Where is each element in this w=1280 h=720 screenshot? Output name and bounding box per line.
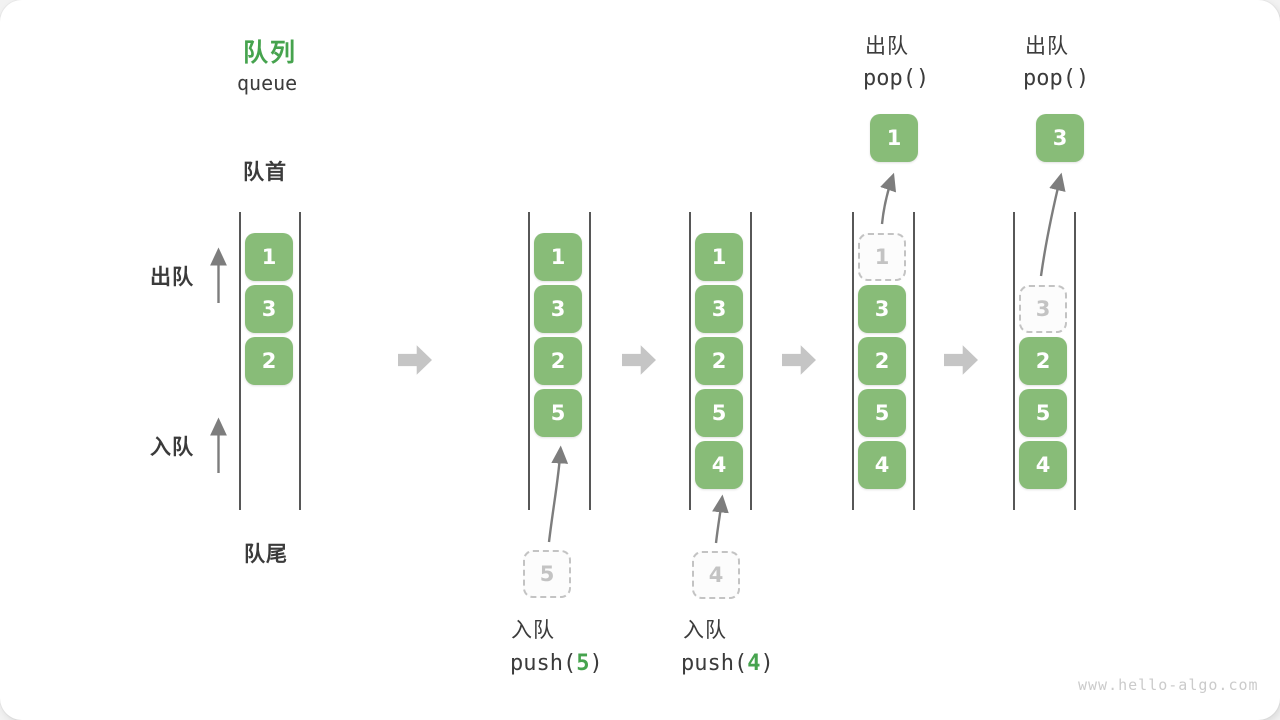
queue-item: 1 [534,233,582,281]
incoming-item-ghost: 4 [692,551,740,599]
fn-close: ) [589,651,603,676]
queue-rail [1074,212,1076,510]
enqueue-side-label: 入队 [150,435,194,459]
pop1-arrow-icon [880,172,897,225]
queue-item: 4 [858,441,906,489]
queue-item: 3 [858,285,906,333]
queue-item: 2 [858,337,906,385]
queue-item: 5 [695,389,743,437]
queue-item: 3 [534,285,582,333]
fn-open: push( [510,651,577,676]
transition-arrow-icon [782,345,816,375]
queue-item: 5 [1019,389,1067,437]
queue-item: 1 [245,233,293,281]
popped-item: 3 [1036,114,1084,162]
dequeue-op-label: 出队 [1025,34,1069,58]
fn-arg: 4 [747,651,761,676]
queue-rail [299,212,301,510]
queue-rail [589,212,591,510]
enqueue-op-code: push(4) [681,651,774,676]
queue-item: 2 [245,337,293,385]
queue-item: 4 [1019,441,1067,489]
queue-front-label: 队首 [243,160,287,184]
dequeue-op-code: pop() [863,66,930,91]
queue-rail [913,212,915,510]
push5-arrow-icon [547,445,569,543]
dequeue-side-label: 出队 [150,265,194,289]
fn-close: ) [760,651,774,676]
queue-item-ghost: 1 [858,233,906,281]
incoming-item-ghost: 5 [523,550,571,598]
push4-arrow-icon [712,494,729,544]
watermark: www.hello-algo.com [1078,676,1259,694]
fn-open: push( [681,651,748,676]
transition-arrow-icon [398,345,432,375]
queue-item: 5 [534,389,582,437]
queue-item: 2 [534,337,582,385]
queue-rail [750,212,752,510]
page-subtitle: queue [237,71,298,95]
queue-rail [689,212,691,510]
queue-rear-label: 队尾 [244,542,288,566]
enqueue-op-label: 入队 [511,618,555,642]
queue-rail [852,212,854,510]
transition-arrow-icon [944,345,978,375]
fn-arg: 5 [576,651,590,676]
enqueue-op-label: 入队 [683,618,727,642]
enqueue-op-code: push(5) [510,651,603,676]
popped-item: 1 [870,114,918,162]
transition-arrow-icon [622,345,656,375]
queue-item: 4 [695,441,743,489]
queue-item: 3 [695,285,743,333]
queue-item: 3 [245,285,293,333]
queue-rail [239,212,241,510]
pop3-arrow-icon [1039,172,1066,277]
queue-item: 5 [858,389,906,437]
queue-item: 2 [695,337,743,385]
dequeue-op-code: pop() [1023,66,1090,91]
queue-item-ghost: 3 [1019,285,1067,333]
queue-rail [1013,212,1015,510]
page-title: 队列 [243,38,298,67]
queue-item: 1 [695,233,743,281]
queue-rail [528,212,530,510]
dequeue-op-label: 出队 [865,34,909,58]
queue-item: 2 [1019,337,1067,385]
